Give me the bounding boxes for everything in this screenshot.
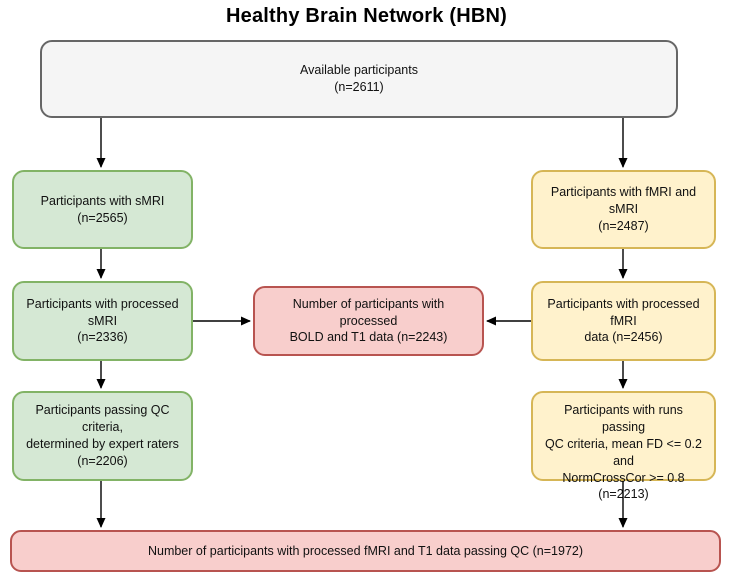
node-participants-smri: Participants with sMRI (n=2565) [12, 170, 193, 249]
node-available-participants-label: Available participants (n=2611) [300, 63, 418, 94]
node-processed-smri-label: Participants with processed sMRI (n=2336… [26, 296, 179, 345]
node-processed-fmri: Participants with processed fMRI data (n… [531, 281, 716, 361]
node-available-participants: Available participants (n=2611) [40, 40, 678, 118]
node-fmri-and-smri: Participants with fMRI and sMRI (n=2487) [531, 170, 716, 249]
node-qc-smri-label: Participants passing QC criteria, determ… [26, 403, 179, 468]
node-processed-bold-t1: Number of participants with processed BO… [253, 286, 484, 356]
node-processed-fmri-label: Participants with processed fMRI data (n… [547, 296, 700, 345]
diagram-title: Healthy Brain Network (HBN) [226, 5, 507, 27]
node-participants-smri-label: Participants with sMRI (n=2565) [40, 193, 165, 225]
node-qc-fmri-label: Participants with runs passing QC criter… [544, 403, 702, 502]
node-qc-fmri: Participants with runs passing QC criter… [531, 391, 716, 501]
node-fmri-and-smri-label: Participants with fMRI and sMRI (n=2487) [550, 185, 697, 233]
node-processed-bold-t1-label: Number of participants with processed BO… [289, 296, 448, 345]
node-qc-smri: Participants passing QC criteria, determ… [12, 391, 193, 481]
node-final-passing-qc-label: Number of participants with processed fM… [147, 543, 584, 558]
node-processed-smri: Participants with processed sMRI (n=2336… [12, 281, 193, 361]
node-final-passing-qc: Number of participants with processed fM… [10, 530, 721, 572]
